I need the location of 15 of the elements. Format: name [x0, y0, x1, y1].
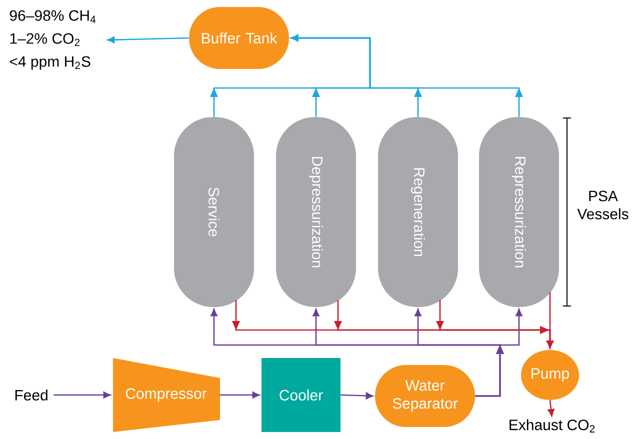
arrow: [54, 392, 111, 398]
process-box: Cooler: [262, 358, 340, 432]
arrow: [290, 34, 523, 117]
arrow: [548, 400, 554, 416]
rounded-box: Buffer Tank: [189, 7, 289, 69]
rounded-box: Water Separator: [375, 365, 475, 427]
arrow: [475, 308, 522, 397]
arrow: [340, 392, 374, 400]
text: Feed: [15, 390, 48, 400]
arrow: [107, 36, 189, 44]
text: 96–98% CH$_{4}$ 1–2% CO$_{2}$ <4 ppm H$_{2}$S: [10, 10, 96, 70]
arrow: [546, 292, 554, 348]
text: Exhaust CO$_{2}$: [510, 419, 595, 432]
label: PSA Vessels: [577, 190, 628, 220]
arrow: [220, 392, 260, 398]
